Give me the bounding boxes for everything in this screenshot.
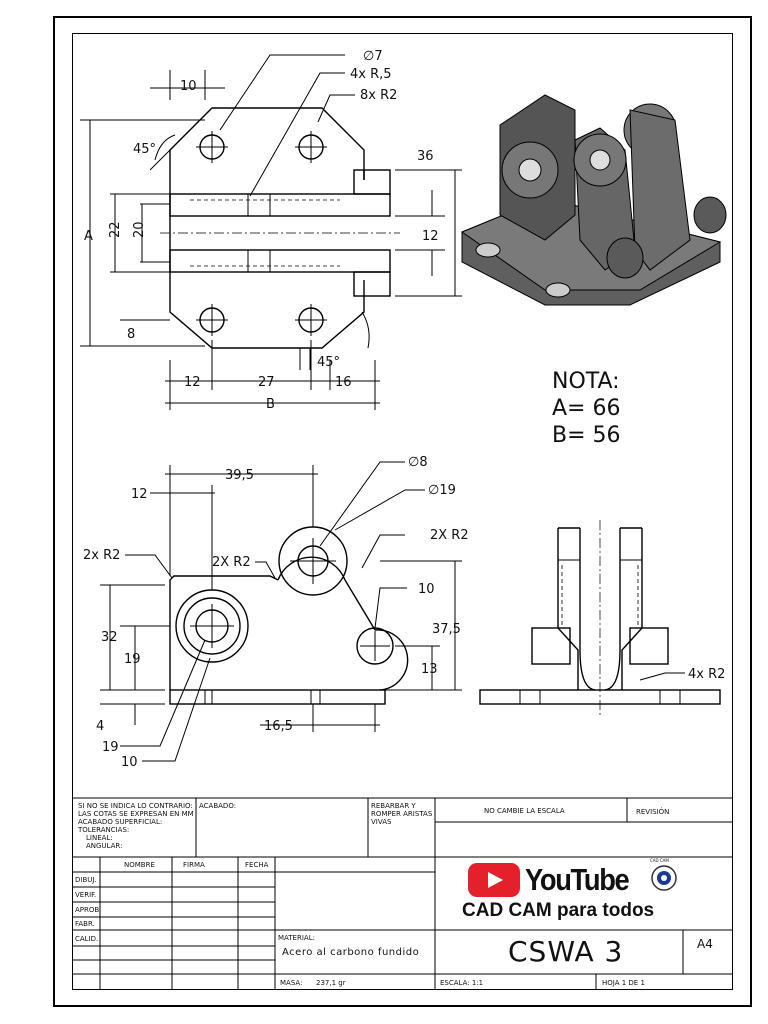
dim-radius-10: 10 [418,582,435,597]
surface-note: ACABADO SUPERFICIAL: [78,818,163,826]
units-note: LAS COTAS SE EXPRESAN EN MM [78,810,194,818]
row-draw: DIBUJ. [75,876,97,884]
dim-height-12: 12 [422,229,439,244]
top-view: ∅7 4x R,5 8x R2 10 45° 36 A 22 20 12 8 4… [80,49,462,412]
dim-width-27: 27 [258,375,275,390]
note-a-value: A= 66 [552,396,621,421]
dim-height-22: 22 [108,221,123,238]
col-date: FECHA [245,861,269,869]
play-icon [468,863,520,897]
dim-fillet-left: 2x R2 [83,548,120,563]
dim-width-16-5: 16,5 [264,719,293,734]
dim-fillet-mid: 2X R2 [212,555,251,570]
sheet-label: HOJA 1 DE 1 [602,979,645,987]
linear-note: LINEAL: [86,834,113,842]
dim-a: A [84,229,93,244]
dim-height-8: 8 [127,327,135,342]
hole-bottom-left [196,304,228,336]
sheet-size: A4 [697,937,713,951]
dim-b: B [266,397,275,412]
row-approve: APROB. [75,906,102,914]
hole-bottom-right [295,304,327,336]
dim-fillet-r5: 4x R,5 [350,67,392,82]
row-verify: VERIF. [75,891,97,899]
dim-width-12: 12 [184,375,201,390]
front-view: 39,5 ∅8 ∅19 12 2x R2 2X R2 2X R2 10 32 3… [83,455,469,770]
dim-width-16: 16 [335,375,352,390]
youtube-logo: YouTube [468,862,643,898]
dim-hole-diameter: ∅7 [363,49,383,64]
dim-boss-diameter: ∅19 [428,483,456,498]
dim-width-10: 10 [180,79,197,94]
note-title: NOTA: [552,369,620,394]
angular-note: ANGULAR: [86,842,123,850]
drawing-title: CSWA 3 [508,935,624,968]
note-block: NOTA: A= 66 B= 56 [552,368,621,449]
dim-callout-19: 19 [102,740,119,755]
channel-name: CAD CAM para todos [462,900,655,921]
hole-top-left [196,131,228,163]
dim-height-32: 32 [101,630,118,645]
dim-height-20: 20 [132,221,147,238]
dim-thickness-4: 4 [96,719,104,734]
isometric-view [460,94,727,306]
dim-side-fillet: 4x R2 [688,667,725,682]
dim-height-37-5: 37,5 [432,622,461,637]
dim-width-39-5: 39,5 [225,468,254,483]
col-sign: FIRMA [183,861,205,869]
general-note: SI NO SE INDICA LO CONTRARIO: [78,802,193,810]
mass-value: 237,1 gr [316,979,346,987]
finish-label: ACABADO: [199,802,237,810]
youtube-wordmark: YouTube [525,862,630,897]
material-value: Acero al carbono fundido [282,947,420,958]
edges-line-1: REBARBAR Y [371,802,416,810]
row-fab: FABR. [75,920,95,928]
revision-label: REVISIÓN [636,808,670,816]
edges-note: REBARBAR Y ROMPER ARISTAS VIVAS [371,802,432,826]
col-name: NOMBRE [124,861,155,869]
dim-fillet-r2: 8x R2 [360,88,397,103]
dim-offset-12: 12 [131,487,148,502]
material-label: MATERIAL: [278,934,315,942]
dim-fillet-right: 2X R2 [430,528,469,543]
dim-angle-bottom: 45° [317,355,340,370]
dim-angle-top: 45° [133,142,156,157]
general-notes: SI NO SE INDICA LO CONTRARIO: LAS COTAS … [78,802,196,850]
gear-icon [651,865,677,891]
edges-line-3: VIVAS [371,818,392,826]
scale-label: ESCALA: 1:1 [440,979,484,987]
badge-caption: CAD CAM [650,858,669,863]
no-scale-label: NO CAMBIE LA ESCALA [484,807,565,815]
title-block-grid [72,797,733,990]
side-view: 4x R2 [479,520,725,715]
dim-height-19: 19 [124,652,141,667]
edges-line-2: ROMPER ARISTAS [371,810,433,818]
mass-label: MASA: [280,979,303,987]
note-b-value: B= 56 [552,423,621,448]
dim-height-13: 13 [421,662,438,677]
hole-top-right [295,131,327,163]
dim-height-36: 36 [417,149,434,164]
drawing-frame [72,33,733,990]
dim-pin-diameter: ∅8 [408,455,428,470]
row-quality: CALID. [75,935,99,943]
tolerances-note: TOLERANCIAS: [78,826,130,834]
sheet-border [53,16,752,1007]
dim-callout-10: 10 [121,755,138,770]
